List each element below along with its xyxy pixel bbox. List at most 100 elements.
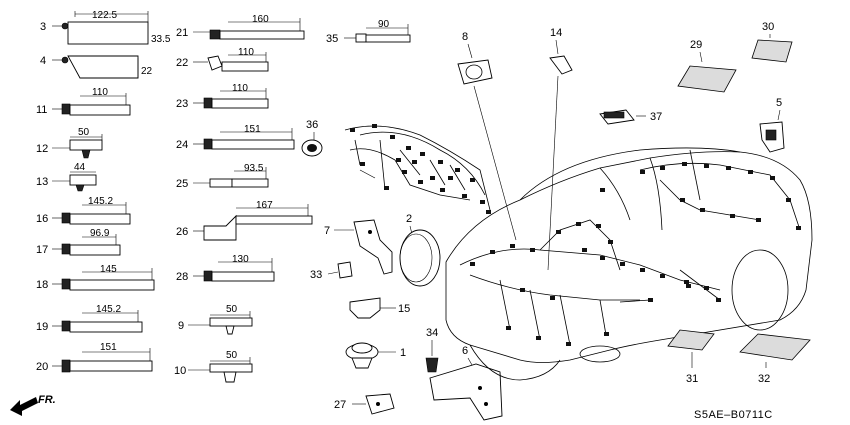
- dim-20: 151: [100, 342, 117, 353]
- part-19: 19 145.2: [36, 304, 143, 333]
- part-24: 24 151: [176, 124, 295, 151]
- callout-5: 5: [776, 97, 782, 109]
- part-14: 14: [547, 27, 573, 271]
- part-37: 37: [599, 109, 662, 125]
- part-21: 21 160: [176, 14, 305, 40]
- callout-3: 3: [40, 21, 46, 33]
- callout-18: 18: [36, 279, 48, 291]
- part-7: 7: [324, 219, 393, 275]
- part-6: 6: [429, 345, 503, 421]
- callout-19: 19: [36, 321, 48, 333]
- callout-25: 25: [176, 178, 188, 190]
- part-2: 2: [399, 213, 441, 287]
- dim-9: 50: [226, 304, 238, 315]
- callout-35: 35: [326, 33, 338, 45]
- callout-32: 32: [758, 373, 770, 385]
- callout-4: 4: [40, 55, 46, 67]
- part-32: 32: [739, 333, 811, 385]
- callout-20: 20: [36, 361, 48, 373]
- part-15: 15: [349, 297, 410, 319]
- part-20: 20 151: [36, 342, 153, 373]
- dim-16: 145.2: [88, 196, 113, 207]
- callout-14: 14: [550, 27, 562, 39]
- front-label: FR.: [38, 394, 56, 406]
- callout-2: 2: [406, 213, 412, 225]
- callout-33: 33: [310, 269, 322, 281]
- part-18: 18 145: [36, 264, 155, 291]
- dim-17: 96.9: [90, 228, 110, 239]
- callout-27: 27: [334, 399, 346, 411]
- part-35: 35 90: [326, 19, 411, 45]
- part-3: 3 122.5 33.5: [40, 10, 171, 45]
- dim-21: 160: [252, 14, 269, 25]
- dim-26: 167: [256, 200, 273, 211]
- dim-18: 145: [100, 264, 117, 275]
- part-11: 11 110: [36, 87, 131, 116]
- part-33: 33: [310, 261, 353, 281]
- part-30: 30: [751, 21, 793, 63]
- dim-25: 93.5: [244, 163, 264, 174]
- dim-3-length: 122.5: [92, 10, 117, 21]
- dim-12: 50: [78, 127, 90, 138]
- dim-24: 151: [244, 124, 261, 135]
- dim-35: 90: [378, 19, 390, 30]
- dim-23: 110: [232, 83, 248, 94]
- callout-26: 26: [176, 226, 188, 238]
- dashboard-harness: [344, 124, 491, 214]
- callout-17: 17: [36, 244, 48, 256]
- callout-15: 15: [398, 303, 410, 315]
- dim-19: 145.2: [96, 304, 121, 315]
- part-34: 34: [425, 327, 439, 373]
- part-16: 16 145.2: [36, 196, 131, 225]
- callout-16: 16: [36, 213, 48, 225]
- callout-12: 12: [36, 143, 48, 155]
- part-29: 29: [677, 39, 737, 93]
- callout-7: 7: [324, 225, 330, 237]
- dim-4-width: 22: [141, 66, 153, 77]
- dim-28: 130: [232, 254, 249, 265]
- dim-10: 50: [226, 350, 238, 361]
- callout-31: 31: [686, 373, 698, 385]
- part-31: 31: [667, 329, 715, 385]
- dim-11: 110: [92, 87, 108, 98]
- callout-37: 37: [650, 111, 662, 123]
- part-28: 28 130: [176, 254, 275, 283]
- part-9: 9 50: [178, 304, 253, 335]
- part-23: 23 110: [176, 83, 269, 110]
- callout-9: 9: [178, 320, 184, 332]
- callout-10: 10: [174, 365, 186, 377]
- part-13: 13 44: [36, 162, 97, 192]
- callout-30: 30: [762, 21, 774, 33]
- part-26: 26 167: [176, 200, 313, 241]
- part-27: 27: [334, 393, 395, 415]
- car-body: [445, 147, 813, 381]
- part-36: 36: [301, 119, 323, 157]
- callout-36: 36: [306, 119, 318, 131]
- dim-22: 110: [238, 47, 254, 58]
- callout-6: 6: [462, 345, 468, 357]
- callout-1: 1: [400, 347, 406, 359]
- callout-24: 24: [176, 139, 188, 151]
- part-10: 10 50: [174, 350, 253, 383]
- part-17: 17 96.9: [36, 228, 121, 256]
- part-8: 8: [457, 31, 517, 241]
- callout-13: 13: [36, 176, 48, 188]
- callout-11: 11: [36, 104, 47, 116]
- part-1: 1: [345, 342, 406, 369]
- callout-22: 22: [176, 57, 188, 69]
- diagram-code: S5AE–B0711C: [694, 409, 773, 421]
- part-25: 25 93.5: [176, 163, 269, 190]
- dim-13: 44: [74, 162, 86, 173]
- callout-21: 21: [176, 27, 188, 39]
- callout-29: 29: [690, 39, 702, 51]
- part-22: 22 110: [176, 47, 269, 72]
- body-harness: [459, 162, 801, 346]
- part-12: 12 50: [36, 127, 103, 159]
- callout-8: 8: [462, 31, 468, 43]
- front-direction-indicator: FR.: [10, 394, 56, 416]
- callout-23: 23: [176, 98, 188, 110]
- dim-3-width: 33.5: [151, 34, 171, 45]
- callout-34: 34: [426, 327, 438, 339]
